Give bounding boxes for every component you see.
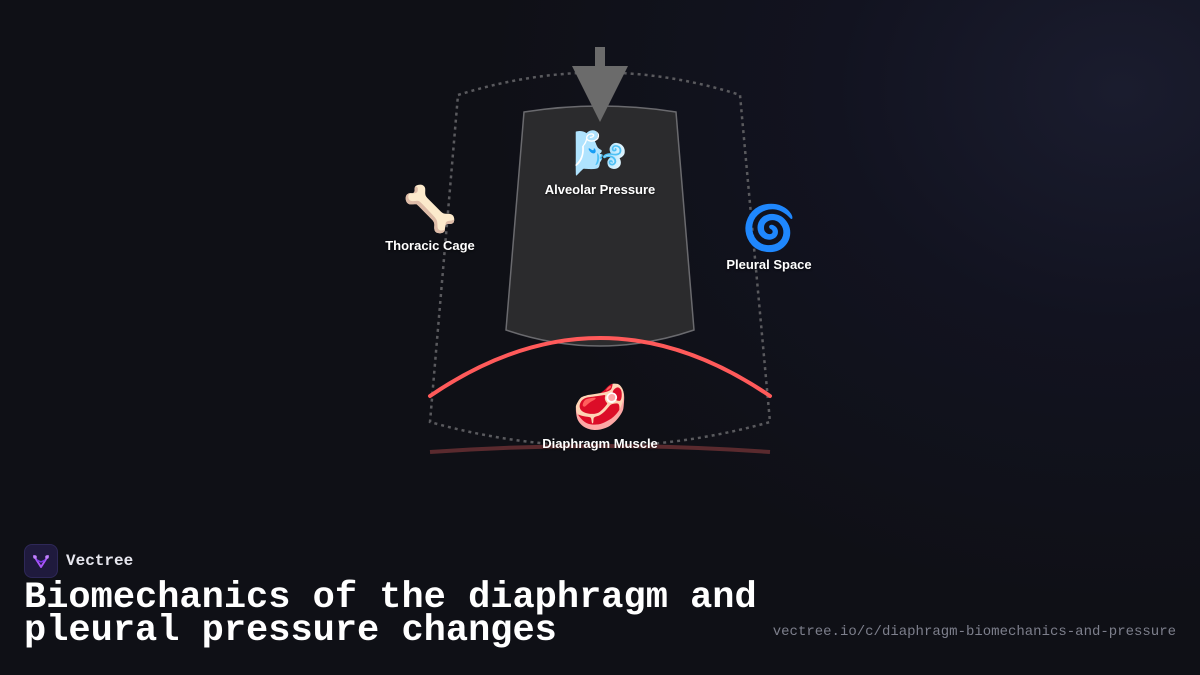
pressure-arrow-shaft (595, 47, 605, 69)
pleural-space-node: 🌀 Pleural Space (726, 203, 811, 272)
thoracic-cage-outline (428, 71, 772, 448)
page-title: Biomechanics of the diaphragm and pleura… (24, 577, 757, 652)
diaphragm-muscle-node: 🥩 Diaphragm Muscle (542, 382, 658, 451)
pressure-arrow-head (572, 66, 628, 122)
brand-name: Vectree (66, 552, 134, 570)
diaphragm-muscle-label: Diaphragm Muscle (542, 436, 658, 451)
diaphragm-arc (428, 336, 772, 398)
alveolar-pressure-label: Alveolar Pressure (544, 182, 656, 197)
bone-icon: 🦴 (402, 184, 458, 235)
cyclone-icon: 🌀 (741, 203, 797, 254)
thoracic-cage-label: Thoracic Cage (385, 238, 475, 253)
brand[interactable]: Vectree (24, 544, 133, 578)
thoracic-cage-node: 🦴 Thoracic Cage (385, 184, 475, 253)
diaphragm-baseline (429, 444, 771, 454)
alveolar-pressure-node: 🌬️ Alveolar Pressure (545, 128, 656, 197)
wind-face-icon: 🌬️ (572, 128, 628, 179)
source-url[interactable]: vectree.io/c/diaphragm-biomechanics-and-… (772, 624, 1176, 640)
pleural-space-label: Pleural Space (726, 257, 812, 272)
meat-cut-icon: 🥩 (572, 382, 628, 433)
vectree-logo-icon (24, 544, 58, 578)
